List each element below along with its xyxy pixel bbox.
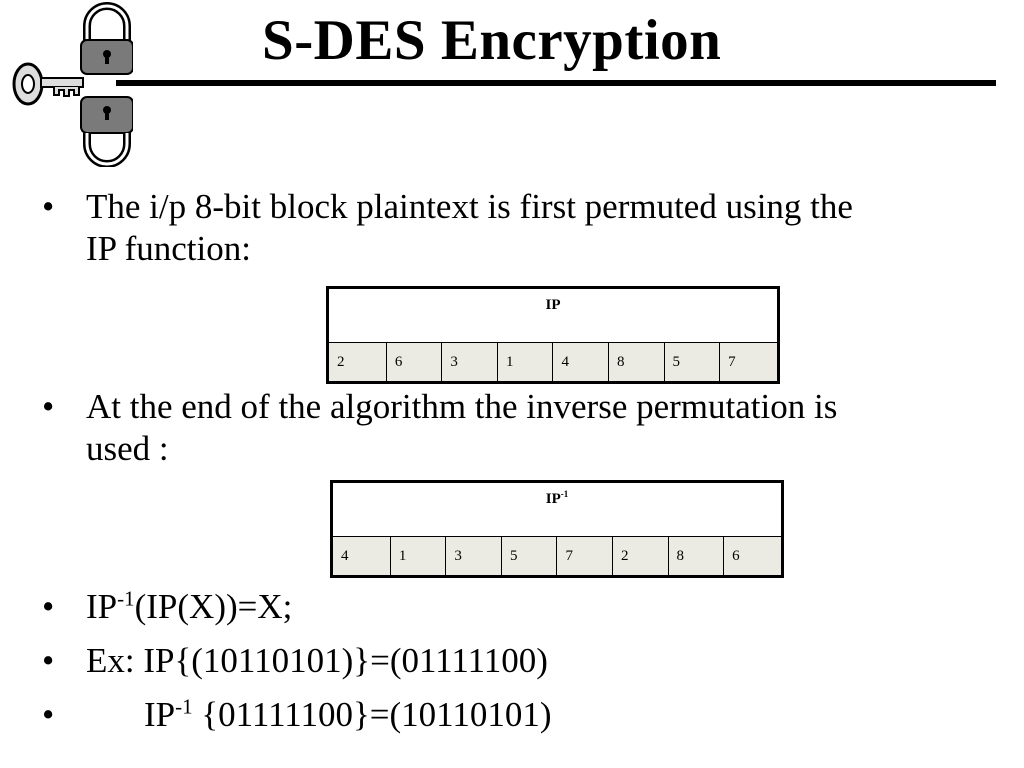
padlock-icon [80, 96, 133, 167]
table-cell: 4 [552, 342, 610, 383]
bullet-text: IP-1 {01111100}=(10110101) [144, 694, 552, 736]
header-superscript: -1 [560, 489, 569, 499]
bullet-text: The i/p 8-bit block plaintext is first p… [86, 186, 853, 270]
table-cell: 6 [723, 536, 783, 577]
bullet-text: At the end of the algorithm the inverse … [86, 386, 837, 470]
ip-table: IP 2 6 3 1 4 8 5 7 [326, 286, 780, 384]
eq-superscript: -1 [117, 586, 135, 611]
bullet-dot: • [42, 187, 55, 226]
bullet-line: used : [86, 429, 169, 468]
slide-title: S-DES Encryption [262, 9, 722, 72]
table-cell: 3 [441, 342, 498, 383]
bullet-text: IP-1(IP(X))=X; [86, 586, 292, 628]
bullet-text: Ex: IP{(10110101)}=(01111100) [86, 641, 548, 680]
table-cell: 3 [445, 536, 502, 577]
key-icon [12, 62, 84, 106]
table-header: IP [327, 287, 779, 343]
bullet-dot: • [42, 641, 55, 680]
table-row: 2 6 3 1 4 8 5 7 [327, 342, 779, 383]
padlock-icon [80, 2, 133, 75]
table-cell: 1 [496, 342, 554, 383]
table-cell: 2 [327, 342, 387, 383]
title-rule [116, 80, 996, 86]
table-cell: 2 [612, 536, 669, 577]
table-cell: 8 [667, 536, 725, 577]
table-cell: 8 [608, 342, 665, 383]
table-cell: 1 [389, 536, 447, 577]
table-row: 4 1 3 5 7 2 8 6 [331, 536, 783, 577]
table-cell: 7 [719, 342, 779, 383]
eq-text: IP [86, 587, 118, 626]
bullet-dot: • [42, 387, 55, 426]
bullet-dot: • [42, 695, 55, 734]
table-cell: 7 [556, 536, 614, 577]
bullet-line: At the end of the algorithm the inverse … [86, 387, 838, 426]
eq-text: IP [144, 695, 176, 734]
bullet-dot: • [42, 587, 55, 626]
eq-superscript: -1 [175, 694, 193, 719]
header-text: IP [545, 491, 561, 507]
key-padlock-logo [12, 2, 133, 167]
table-header: IP-1 [331, 481, 783, 537]
ip-inverse-table: IP-1 4 1 3 5 7 2 8 6 [330, 480, 784, 578]
bullet-line: IP function: [86, 229, 251, 268]
eq-text: (IP(X))=X; [134, 587, 293, 626]
table-cell: 6 [385, 342, 443, 383]
table-cell: 5 [500, 536, 558, 577]
table-cell: 4 [331, 536, 391, 577]
table-cell: 5 [663, 342, 721, 383]
eq-text: {01111100}=(10110101) [192, 695, 552, 734]
bullet-line: The i/p 8-bit block plaintext is first p… [86, 187, 853, 226]
